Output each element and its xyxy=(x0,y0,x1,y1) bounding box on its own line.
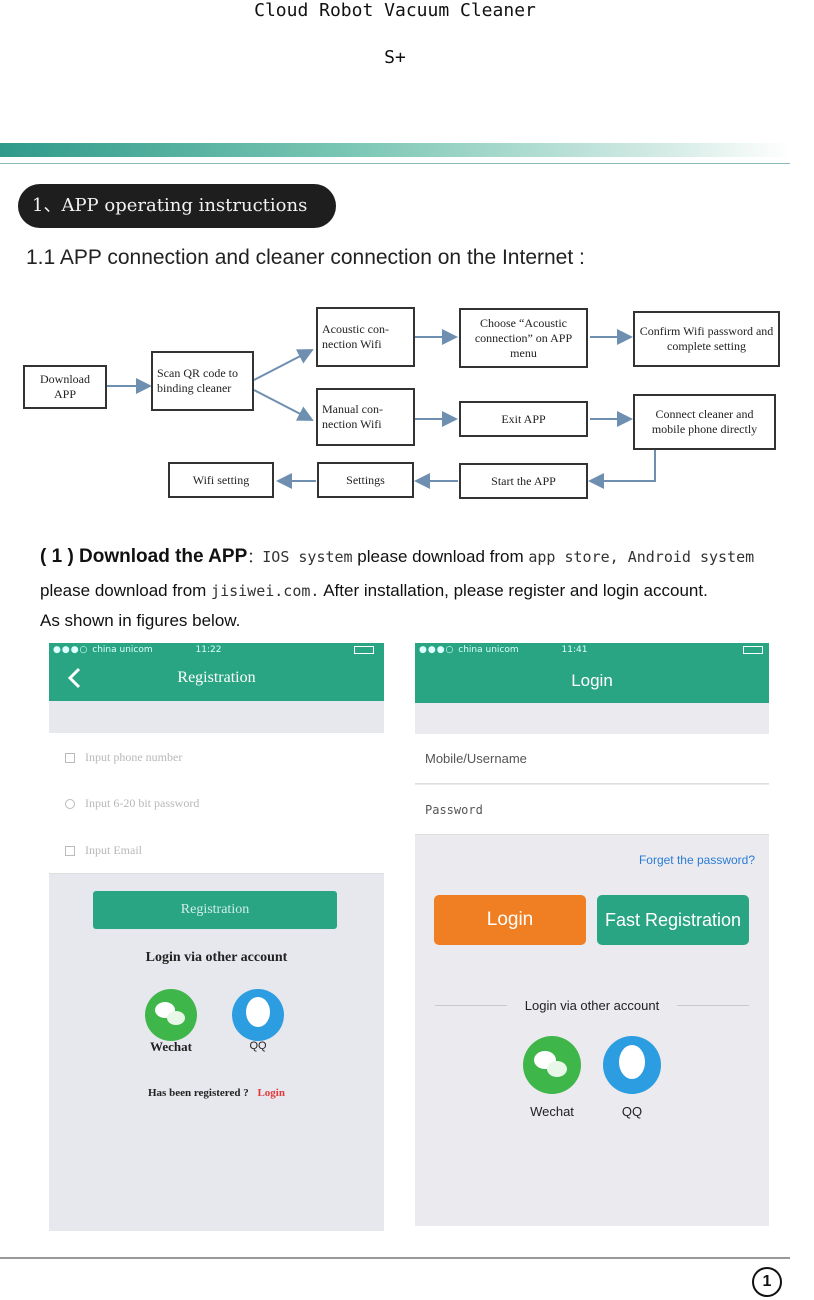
download-paragraph-line1: ( 1 ) Download the APP：IOS system please… xyxy=(40,546,755,567)
flowchart-arrows xyxy=(107,329,656,489)
registration-title: Registration xyxy=(177,669,256,686)
download-paragraph-line3: As shown in figures below. xyxy=(40,611,241,630)
wechat-label: Wechat xyxy=(150,1039,192,1054)
flow-acoustic-wifi: Acoustic con-nection Wifi xyxy=(316,307,415,367)
login-button[interactable]: Login xyxy=(434,895,586,945)
login-title: Login xyxy=(571,671,613,690)
status-bar: ●●●○ china unicom 11:22 xyxy=(49,643,384,657)
qq-label: QQ xyxy=(249,1040,267,1052)
download-paragraph-line2: please download from jisiwei.com. After … xyxy=(40,581,708,600)
page-number: 1 xyxy=(752,1267,782,1297)
registration-screen: ●●●○ china unicom 11:22 Registration Inp… xyxy=(49,643,384,1231)
other-login-label: Login via other account xyxy=(507,998,677,1013)
fast-registration-button[interactable]: Fast Registration xyxy=(597,895,749,945)
login-screen: ●●●○ china unicom 11:41 Login Mobile/Use… xyxy=(415,643,769,1226)
wechat-icon[interactable] xyxy=(145,989,197,1041)
model-name: S+ xyxy=(384,47,406,68)
flow-start-app: Start the APP xyxy=(459,463,588,499)
flow-manual-wifi: Manual con-nection Wifi xyxy=(316,388,415,446)
section-heading: 1.1 APP connection and cleaner connectio… xyxy=(26,246,585,269)
email-input[interactable]: Input Email xyxy=(49,826,384,874)
battery-icon xyxy=(354,646,374,654)
flow-wifi-setting: Wifi setting xyxy=(168,462,274,498)
battery-icon xyxy=(743,646,763,654)
status-bar: ●●●○ china unicom 11:41 xyxy=(415,643,769,657)
flow-scan-qr: Scan QR code to binding cleaner xyxy=(151,351,254,411)
forget-password-link[interactable]: Forget the password? xyxy=(638,853,755,867)
username-input[interactable]: Mobile/Username xyxy=(415,734,769,784)
key-icon xyxy=(65,799,75,810)
phone-icon xyxy=(65,753,75,764)
section-pill: 1、APP operating instructions xyxy=(18,184,336,228)
registered-prompt: Has been registered ? Login xyxy=(148,1087,285,1099)
qq-icon[interactable] xyxy=(603,1036,661,1094)
chevron-left-icon[interactable] xyxy=(67,667,81,689)
site-link: jisiwei.com. xyxy=(211,582,320,600)
arrow-scan-acoustic xyxy=(253,349,314,381)
wechat-label: Wechat xyxy=(530,1104,574,1119)
mail-icon xyxy=(65,846,75,857)
qq-icon[interactable] xyxy=(232,989,284,1041)
flow-download-app: Download APP xyxy=(23,365,107,409)
qq-label: QQ xyxy=(621,1104,643,1119)
login-link[interactable]: Login xyxy=(257,1087,285,1099)
flow-choose-acoustic: Choose “Acoustic connection” on APP menu xyxy=(459,308,588,368)
password-input[interactable]: Password xyxy=(415,785,769,835)
wechat-icon[interactable] xyxy=(523,1036,581,1094)
flow-settings: Settings xyxy=(317,462,414,498)
registration-button[interactable]: Registration xyxy=(93,891,337,929)
password-input[interactable]: Input 6-20 bit password xyxy=(49,779,384,827)
flow-exit-app: Exit APP xyxy=(459,401,588,437)
header-divider xyxy=(0,163,790,164)
arrow-scan-manual xyxy=(253,389,314,421)
arrow-connect-start xyxy=(588,450,656,489)
flow-confirm-wifi: Confirm Wifi password and complete setti… xyxy=(633,311,780,367)
footer-divider xyxy=(0,1257,790,1259)
other-login-label: Login via other account xyxy=(145,950,288,965)
phone-number-input[interactable]: Input phone number xyxy=(49,733,384,781)
flow-connect-directly: Connect cleaner and mobile phone directl… xyxy=(633,394,776,450)
document-title: Cloud Robot Vacuum Cleaner xyxy=(254,0,536,21)
header-band xyxy=(0,143,790,157)
login-app-bar: ●●●○ china unicom 11:41 Login xyxy=(415,643,769,703)
registration-app-bar: ●●●○ china unicom 11:22 Registration xyxy=(49,643,384,701)
download-step-heading: ( 1 ) Download the APP xyxy=(40,546,248,567)
